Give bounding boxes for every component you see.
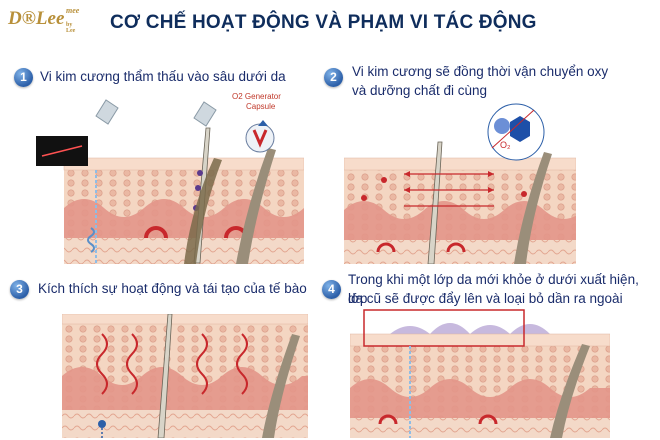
step-1-text: Vi kim cương thẩm thấu vào sâu dưới da: [40, 69, 286, 84]
logo-superscript: mee: [66, 6, 80, 15]
generator-label-line2: Capsule: [246, 102, 276, 111]
logo-subtext: by Lee: [66, 22, 76, 34]
step-3-badge: 3: [10, 280, 29, 299]
panel-1-illustration: [36, 99, 304, 264]
panel-2-illustration: [344, 103, 576, 264]
page-title: CƠ CHẾ HOẠT ĐỘNG VÀ PHẠM VI TÁC ĐỘNG: [110, 12, 537, 33]
step-1-badge: 1: [14, 68, 33, 87]
generator-label-line1: O2 Generator: [232, 92, 281, 101]
panel-3-illustration: [62, 314, 308, 438]
step-3-text: Kích thích sự hoạt động và tái tạo của t…: [38, 281, 307, 296]
brand-logo: D®Lee mee by Lee: [8, 6, 80, 34]
logo-text: D®Lee: [8, 8, 65, 29]
step-4-text-line2: da cũ sẽ được đẩy lên và loại bỏ dần ra …: [348, 291, 623, 306]
step-2-badge: 2: [324, 68, 343, 87]
step-2-text-line2: và dưỡng chất đi cùng: [352, 83, 487, 98]
step-2-text-line1: Vi kim cương sẽ đồng thời vận chuyển oxy: [352, 64, 609, 79]
step-4-badge: 4: [322, 280, 341, 299]
panel-4-illustration: [350, 309, 610, 438]
step-4-text-line1: Trong khi một lớp da mới khỏe ở dưới xuấ…: [348, 272, 639, 306]
o2-label: O₂: [500, 140, 511, 150]
